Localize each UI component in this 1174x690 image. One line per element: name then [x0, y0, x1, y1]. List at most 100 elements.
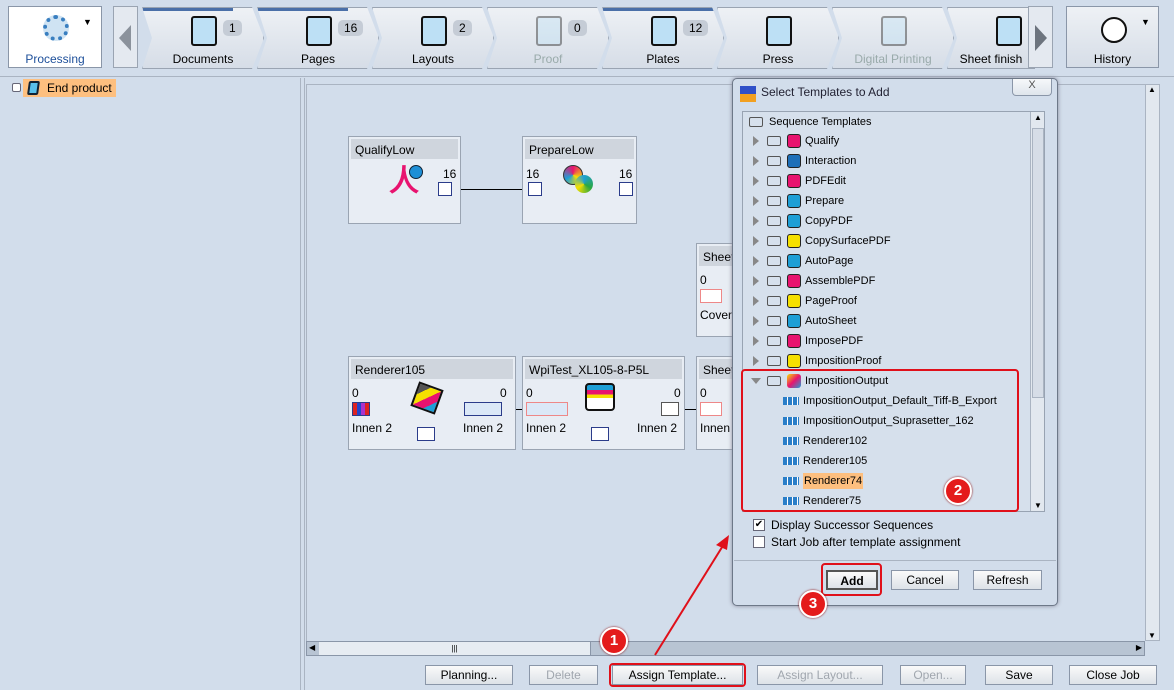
autopage-icon — [787, 254, 801, 269]
dropdown-arrow-icon: ▼ — [83, 17, 92, 27]
tab-label: Pages — [300, 52, 336, 66]
tree-root[interactable]: Sequence Templates — [749, 112, 872, 132]
gears-icon — [43, 15, 69, 41]
tree-folder-pageproof[interactable]: PageProof — [743, 291, 857, 311]
pdf-page-icon — [528, 182, 542, 196]
sheet-stack-icon — [700, 402, 722, 416]
tree-template-item[interactable]: Renderer74 — [783, 471, 864, 491]
node-renderer105[interactable]: Renderer105 0 0 Innen 2 Innen 2 — [348, 356, 516, 450]
vertical-scrollbar[interactable]: ▲▼ — [1145, 84, 1160, 641]
tree-folder-expanded[interactable]: ImpositionOutput — [743, 371, 888, 391]
end-product-checkbox[interactable] — [12, 83, 21, 92]
node-sheet-cover[interactable]: Sheet 0 Cover — [696, 243, 736, 337]
scroll-tabs-left-button[interactable] — [113, 6, 138, 68]
tab-count: 2 — [453, 20, 472, 36]
workflow-canvas — [306, 84, 1145, 641]
tab-sheet-finish[interactable]: Sheet finish — [947, 7, 1035, 69]
close-job-button[interactable]: Close Job — [1069, 665, 1157, 685]
tree-template-item[interactable]: Renderer105 — [783, 451, 867, 471]
sequence-icon — [783, 417, 799, 426]
node-title: WpiTest_XL105-8-P5L — [525, 359, 682, 379]
expand-triangle-icon[interactable] — [753, 336, 759, 347]
sheet-stack-icon — [700, 289, 722, 303]
tree-folder-copypdf[interactable]: CopyPDF — [743, 211, 853, 231]
refresh-button[interactable]: Refresh — [973, 570, 1042, 590]
end-product-item[interactable]: End product — [23, 79, 116, 97]
dialog-close-button[interactable]: X — [1012, 79, 1052, 96]
tree-scroll-thumb[interactable] — [1032, 128, 1044, 398]
tree-template-item[interactable]: Renderer102 — [783, 431, 867, 451]
tree-folder-label: PageProof — [805, 295, 857, 307]
folder-icon — [767, 156, 781, 167]
delete-button[interactable]: Delete — [529, 665, 598, 685]
tree-folder-label: Interaction — [805, 155, 857, 167]
display-successor-checkbox[interactable]: ✔ — [753, 519, 765, 531]
expand-triangle-icon[interactable] — [753, 276, 759, 287]
assign-layout-button[interactable]: Assign Layout... — [757, 665, 883, 685]
tree-folder-pdfedit[interactable]: PDFEdit — [743, 171, 846, 191]
assemblepdf-icon — [787, 274, 801, 289]
tree-folder-interaction[interactable]: Interaction — [743, 151, 856, 171]
autosheet-icon — [787, 314, 801, 329]
node-sheet-innen[interactable]: Sheet 0 Innen — [696, 356, 736, 450]
tree-folder-autopage[interactable]: AutoPage — [743, 251, 853, 271]
expand-triangle-icon[interactable] — [753, 316, 759, 327]
expand-triangle-icon[interactable] — [753, 356, 759, 367]
add-button[interactable]: Add — [826, 570, 878, 590]
tree-folder-prepare[interactable]: Prepare — [743, 191, 844, 211]
tab-label: Proof — [533, 52, 563, 66]
horizontal-scrollbar[interactable]: ◀ ||| ▶ — [306, 641, 1145, 656]
start-job-checkbox[interactable] — [753, 536, 765, 548]
planning-button[interactable]: Planning... — [425, 665, 513, 685]
assign-template-button[interactable]: Assign Template... — [612, 665, 743, 685]
pages-icon — [306, 16, 332, 46]
splitter[interactable] — [300, 78, 305, 690]
tab-digital-printing[interactable]: Digital Printing — [832, 7, 954, 69]
input-count: 0 — [700, 386, 707, 400]
expand-triangle-icon[interactable] — [753, 156, 759, 167]
scroll-thumb[interactable]: ||| — [319, 642, 591, 655]
template-label: Renderer105 — [803, 455, 868, 467]
tree-folder-label: CopySurfacePDF — [805, 235, 891, 247]
color-grid-icon — [352, 402, 370, 416]
tab-proof[interactable]: 0 Proof — [487, 7, 609, 69]
tree-scrollbar[interactable]: ▲ ▼ — [1030, 112, 1044, 511]
tree-folder-copysurfacepdf[interactable]: CopySurfacePDF — [743, 231, 891, 251]
history-label: History — [1093, 52, 1132, 66]
expand-triangle-icon[interactable] — [753, 236, 759, 247]
expand-triangle-icon[interactable] — [753, 136, 759, 147]
display-successor-label: Display Successor Sequences — [771, 518, 934, 532]
tree-folder-autosheet[interactable]: AutoSheet — [743, 311, 856, 331]
processing-button[interactable]: ▼ Processing — [8, 6, 102, 68]
tab-plates[interactable]: 12 Plates — [602, 7, 724, 69]
expand-triangle-icon[interactable] — [753, 296, 759, 307]
tree-template-item[interactable]: Renderer75 — [783, 491, 861, 511]
tree-folder-assemblepdf[interactable]: AssemblePDF — [743, 271, 875, 291]
history-button[interactable]: ▼ History — [1066, 6, 1159, 68]
expand-triangle-icon[interactable] — [753, 216, 759, 227]
tree-template-item[interactable]: ImpositionOutput_Suprasetter_162 — [783, 411, 974, 431]
scroll-tabs-right-button[interactable] — [1028, 6, 1053, 68]
expand-triangle-icon[interactable] — [753, 196, 759, 207]
folder-open-icon — [749, 117, 763, 128]
prepare-icon — [787, 194, 801, 209]
annotation-box-assign — [609, 663, 746, 687]
folder-icon — [767, 136, 781, 147]
cancel-button[interactable]: Cancel — [891, 570, 959, 590]
tab-press[interactable]: Press — [717, 7, 839, 69]
tree-folder-imposepdf[interactable]: ImposePDF — [743, 331, 863, 351]
tree-template-item[interactable]: ImpositionOutput_Default_Tiff-B_Export — [783, 391, 997, 411]
tab-pages[interactable]: 16 Pages — [257, 7, 379, 69]
tree-folder-qualify[interactable]: Qualify — [743, 131, 839, 151]
node-wpitest[interactable]: WpiTest_XL105-8-P5L 0 0 Innen 2 Innen 2 — [522, 356, 685, 450]
node-qualifylow[interactable]: QualifyLow 人 16 — [348, 136, 461, 224]
open-button[interactable]: Open... — [900, 665, 966, 685]
node-preparelow[interactable]: PrepareLow 16 16 — [522, 136, 637, 224]
tab-documents[interactable]: 1 Documents — [142, 7, 264, 69]
save-button[interactable]: Save — [985, 665, 1053, 685]
tree-folder-impositionproof[interactable]: ImpositionProof — [743, 351, 881, 371]
tab-layouts[interactable]: 2 Layouts — [372, 7, 494, 69]
end-product-label: End product — [47, 81, 112, 95]
expand-triangle-icon[interactable] — [753, 256, 759, 267]
expand-triangle-icon[interactable] — [753, 176, 759, 187]
